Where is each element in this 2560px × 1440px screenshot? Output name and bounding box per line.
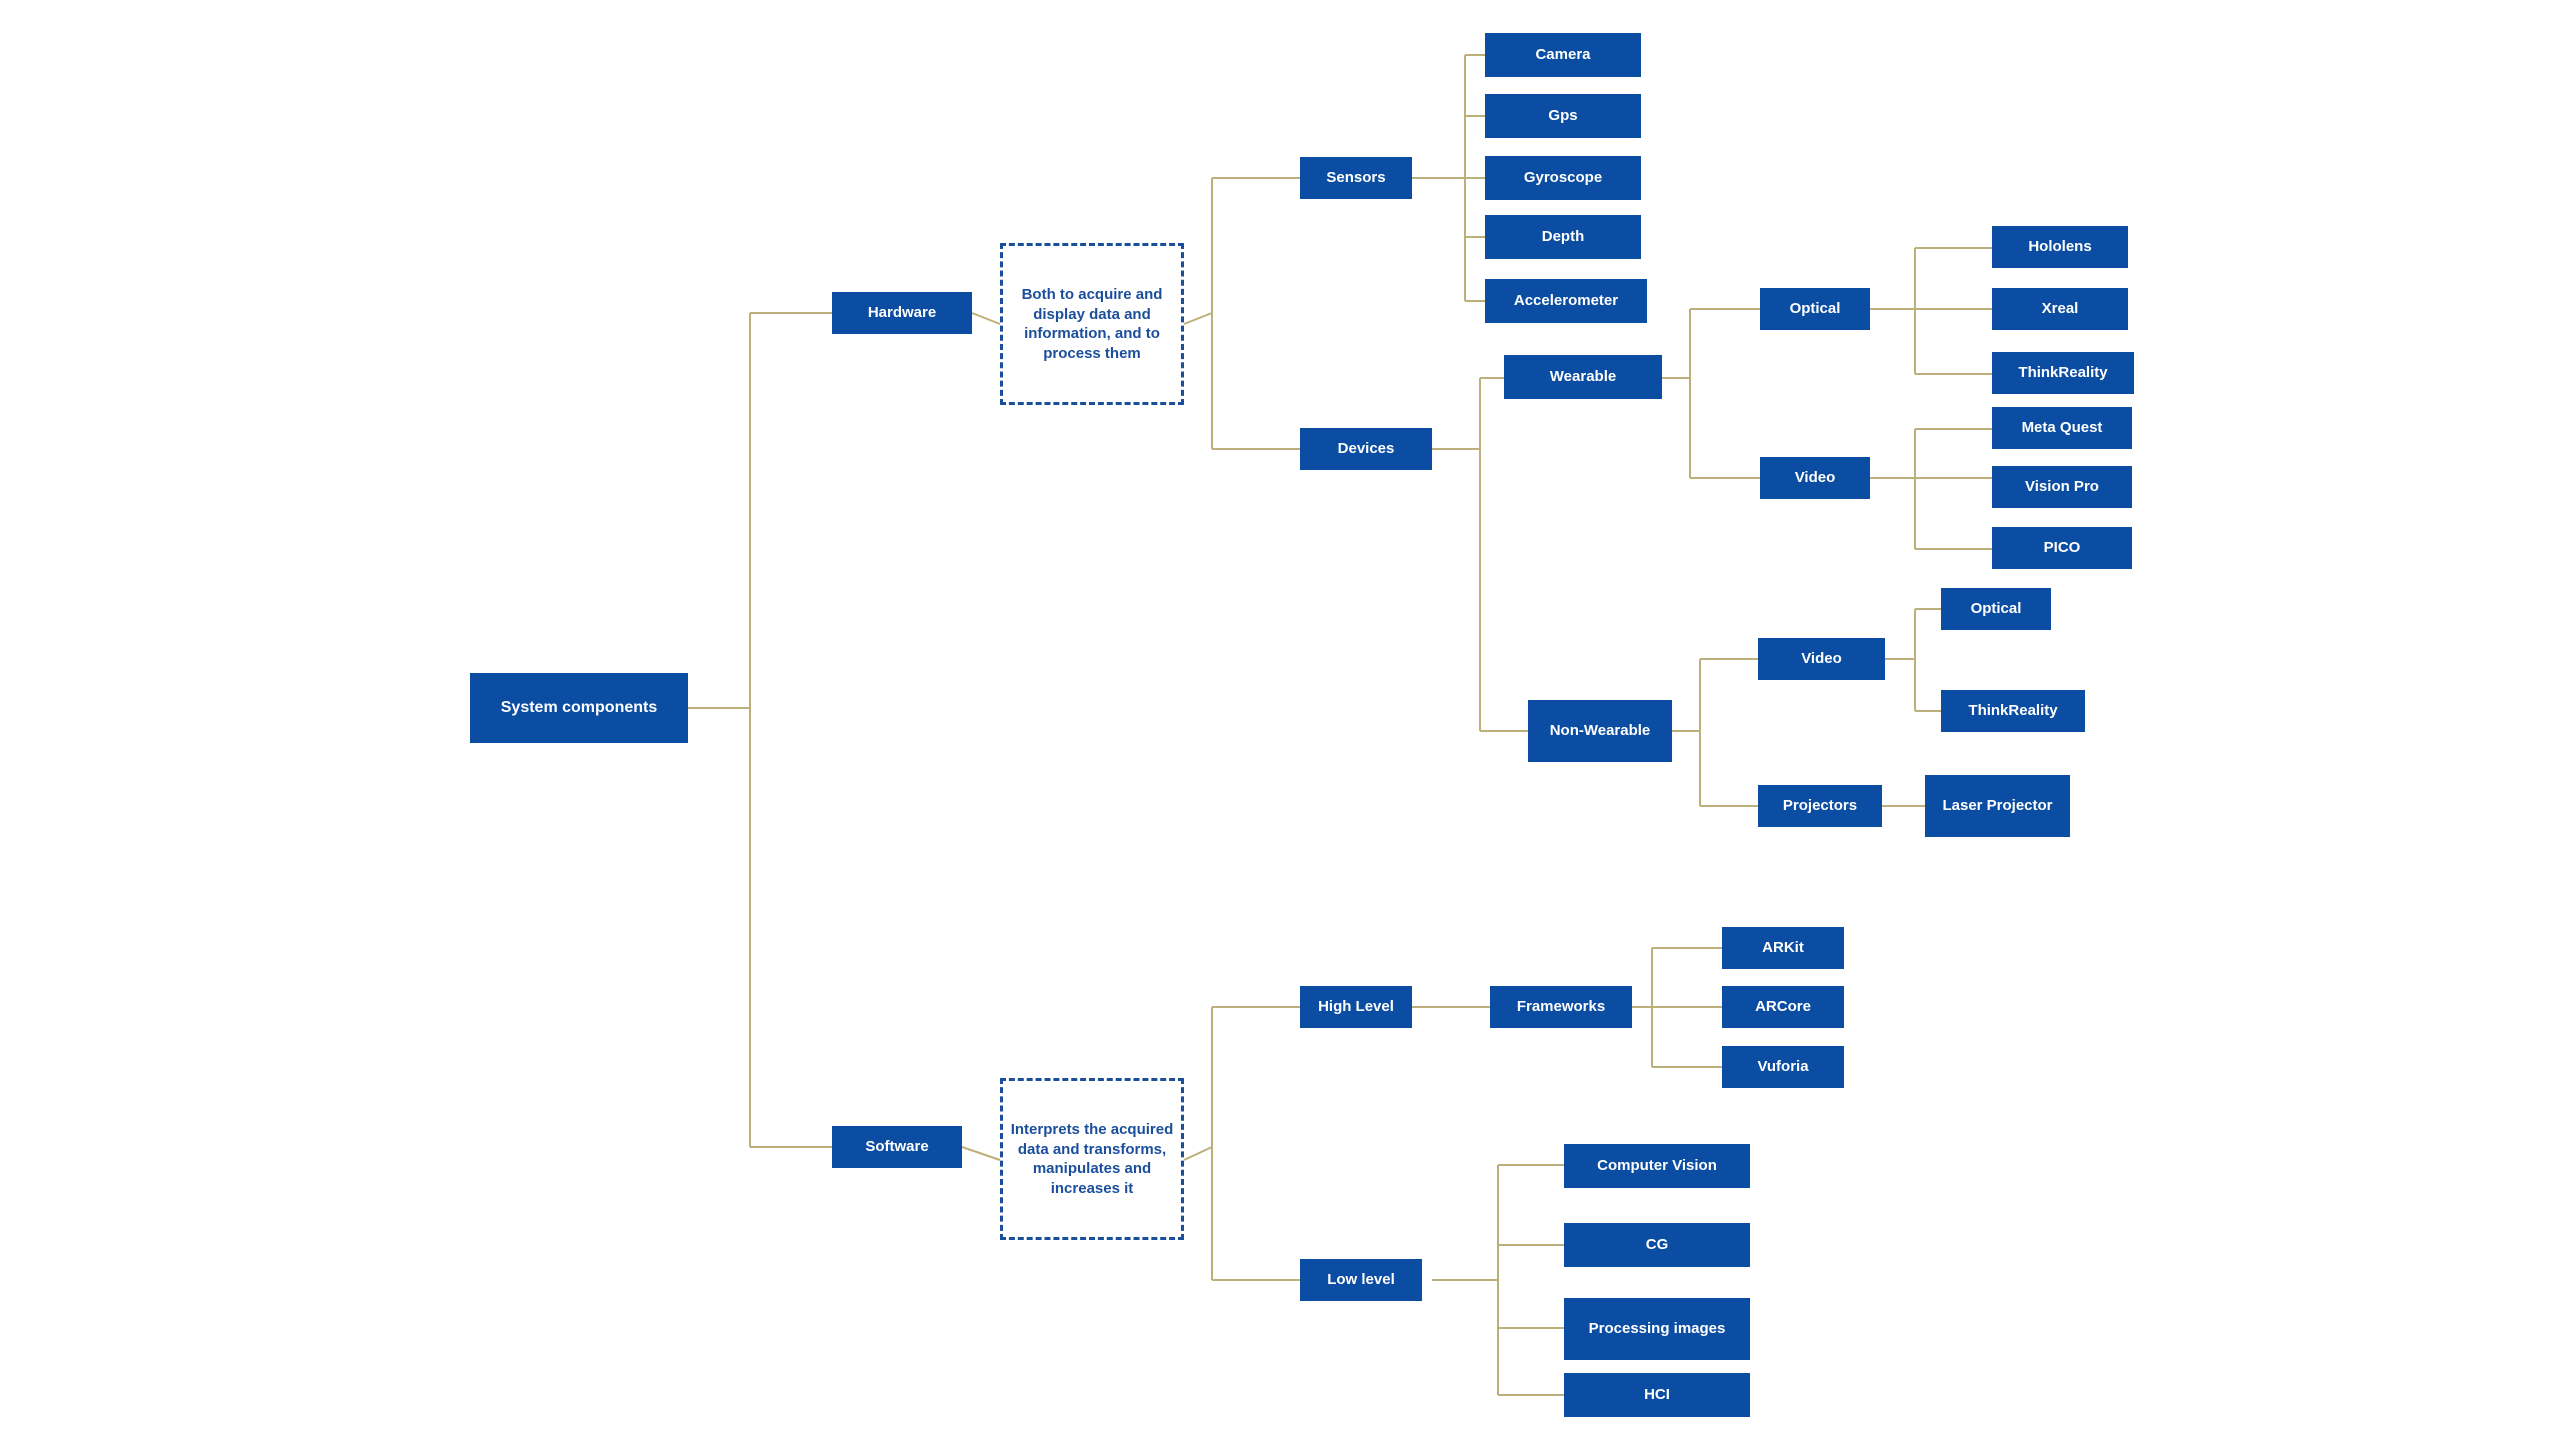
node-label: Laser Projector <box>1942 796 2053 814</box>
node-label: Hololens <box>2028 237 2092 255</box>
node-label: Meta Quest <box>2021 418 2103 436</box>
node-hci[interactable]: HCI <box>1564 1373 1750 1417</box>
callout-text: Both to acquire and display data and inf… <box>1021 286 1163 362</box>
node-label: Devices <box>1337 439 1395 457</box>
node-label: Projectors <box>1782 796 1858 814</box>
node-label: Xreal <box>2041 299 2079 317</box>
node-label: Video <box>1801 649 1842 667</box>
node-non-wearable[interactable]: Non-Wearable <box>1528 700 1672 762</box>
node-low-level[interactable]: Low level <box>1300 1259 1422 1301</box>
node-hololens[interactable]: Hololens <box>1992 226 2128 268</box>
node-label: PICO <box>2043 538 2081 556</box>
node-label: Sensors <box>1326 168 1386 186</box>
node-label: Processing images <box>1588 1319 1726 1337</box>
node-label: Camera <box>1535 45 1591 63</box>
node-pico[interactable]: PICO <box>1992 527 2132 569</box>
node-label: Hardware <box>867 303 937 321</box>
node-label: System components <box>500 699 658 717</box>
callout-software-note: Interprets the acquired data and transfo… <box>1000 1078 1184 1240</box>
node-nonwearable-optical[interactable]: Optical <box>1941 588 2051 630</box>
node-label: Gyroscope <box>1523 168 1603 186</box>
node-label: Video <box>1794 468 1836 486</box>
node-accelerometer[interactable]: Accelerometer <box>1485 279 1647 323</box>
node-wearable-optical[interactable]: Optical <box>1760 288 1870 330</box>
node-sensors[interactable]: Sensors <box>1300 157 1412 199</box>
node-system-components[interactable]: System components <box>470 673 688 743</box>
node-cg[interactable]: CG <box>1564 1223 1750 1267</box>
node-label: Accelerometer <box>1513 291 1619 309</box>
node-label: Optical <box>1970 599 2022 617</box>
node-devices[interactable]: Devices <box>1300 428 1432 470</box>
node-label: ARCore <box>1755 997 1811 1015</box>
node-label: HCI <box>1644 1385 1670 1403</box>
node-label: Optical <box>1789 299 1841 317</box>
callout-hardware-note: Both to acquire and display data and inf… <box>1000 243 1184 405</box>
node-label: Depth <box>1541 227 1585 245</box>
node-vision-pro[interactable]: Vision Pro <box>1992 466 2132 508</box>
node-label: ThinkReality <box>1968 701 2058 719</box>
node-label: Non-Wearable <box>1549 721 1651 739</box>
node-software[interactable]: Software <box>832 1126 962 1168</box>
node-label: High Level <box>1318 997 1394 1015</box>
node-label: Computer Vision <box>1597 1156 1717 1174</box>
node-thinkreality-wearable[interactable]: ThinkReality <box>1992 352 2134 394</box>
node-thinkreality-nonwearable[interactable]: ThinkReality <box>1941 690 2085 732</box>
node-label: Vuforia <box>1757 1057 1809 1075</box>
node-computer-vision[interactable]: Computer Vision <box>1564 1144 1750 1188</box>
node-wearable-video[interactable]: Video <box>1760 457 1870 499</box>
node-label: Gps <box>1548 106 1578 124</box>
node-label: Low level <box>1327 1270 1395 1288</box>
node-xreal[interactable]: Xreal <box>1992 288 2128 330</box>
node-vuforia[interactable]: Vuforia <box>1722 1046 1844 1088</box>
node-frameworks[interactable]: Frameworks <box>1490 986 1632 1028</box>
node-arcore[interactable]: ARCore <box>1722 986 1844 1028</box>
node-camera[interactable]: Camera <box>1485 33 1641 77</box>
node-label: Vision Pro <box>2025 477 2099 495</box>
callout-text: Interprets the acquired data and transfo… <box>1010 1121 1174 1197</box>
node-gps[interactable]: Gps <box>1485 94 1641 138</box>
node-laser-projector[interactable]: Laser Projector <box>1925 775 2070 837</box>
node-label: CG <box>1645 1235 1669 1253</box>
node-label: ARKit <box>1762 938 1804 956</box>
node-arkit[interactable]: ARKit <box>1722 927 1844 969</box>
node-processing-images[interactable]: Processing images <box>1564 1298 1750 1360</box>
node-high-level[interactable]: High Level <box>1300 986 1412 1028</box>
node-meta-quest[interactable]: Meta Quest <box>1992 407 2132 449</box>
node-label: ThinkReality <box>2018 363 2108 381</box>
node-gyroscope[interactable]: Gyroscope <box>1485 156 1641 200</box>
node-hardware[interactable]: Hardware <box>832 292 972 334</box>
node-wearable[interactable]: Wearable <box>1504 355 1662 399</box>
node-label: Software <box>865 1137 929 1155</box>
node-depth[interactable]: Depth <box>1485 215 1641 259</box>
node-projectors[interactable]: Projectors <box>1758 785 1882 827</box>
node-label: Frameworks <box>1516 997 1606 1015</box>
node-nonwearable-video[interactable]: Video <box>1758 638 1885 680</box>
node-label: Wearable <box>1549 367 1617 385</box>
